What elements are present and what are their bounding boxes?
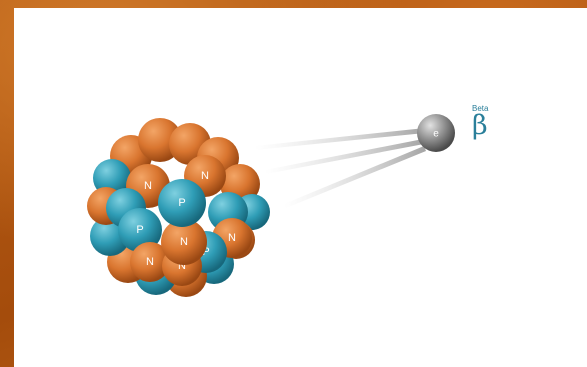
neutron-label: N bbox=[146, 256, 154, 268]
motion-trails bbox=[255, 128, 426, 208]
neutron-label: N bbox=[180, 236, 188, 248]
neutron-label: N bbox=[228, 232, 236, 244]
proton-label: P bbox=[136, 224, 143, 236]
electron-label: e bbox=[433, 129, 439, 140]
beta-symbol: β bbox=[472, 112, 488, 139]
neutron-label: N bbox=[144, 180, 152, 192]
electron: e bbox=[417, 114, 455, 152]
neutron-label: N bbox=[201, 170, 209, 182]
proton-label: P bbox=[178, 197, 185, 209]
